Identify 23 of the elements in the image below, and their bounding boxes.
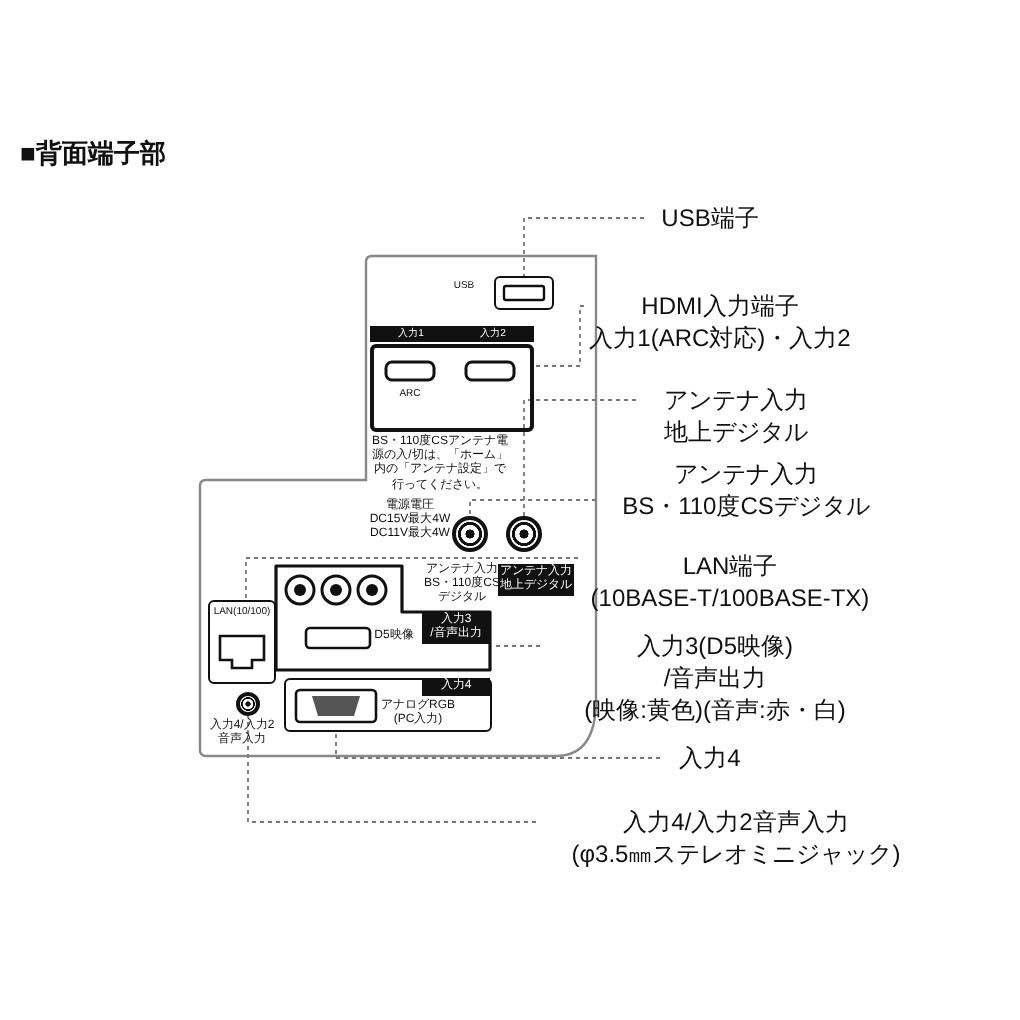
leader-line — [523, 217, 645, 277]
antenna-connector — [452, 516, 488, 552]
usb-port — [494, 276, 554, 310]
heading: ■背面端子部 — [20, 136, 166, 172]
callout-text: 入力4 — [660, 742, 760, 774]
leader-line — [533, 305, 585, 367]
leader-line — [469, 499, 597, 517]
callout-text: アンテナ入力BS・110度CSデジタル — [596, 458, 896, 522]
hdmi-port-panel — [370, 344, 534, 432]
antenna-connector — [506, 516, 542, 552]
callout-text: アンテナ入力地上デジタル — [636, 384, 836, 448]
callout-text: 入力3(D5映像)/音声出力(映像:黄色)(音声:赤・白) — [540, 630, 890, 726]
leader-line — [523, 399, 637, 517]
callout-text: LAN端子(10BASE-T/100BASE-TX) — [578, 550, 882, 614]
leader-line — [245, 557, 579, 601]
lan-port — [208, 600, 276, 684]
callout-text: 入力4/入力2音声入力(φ3.5㎜ステレオミニジャック) — [536, 806, 936, 870]
callout-text: HDMI入力端子入力1(ARC対応)・入力2 — [584, 290, 856, 354]
leader-line — [491, 645, 541, 647]
leader-line — [247, 715, 537, 823]
leader-line — [335, 731, 661, 759]
callout-text: USB端子 — [644, 202, 776, 234]
audio-jack — [236, 692, 260, 716]
